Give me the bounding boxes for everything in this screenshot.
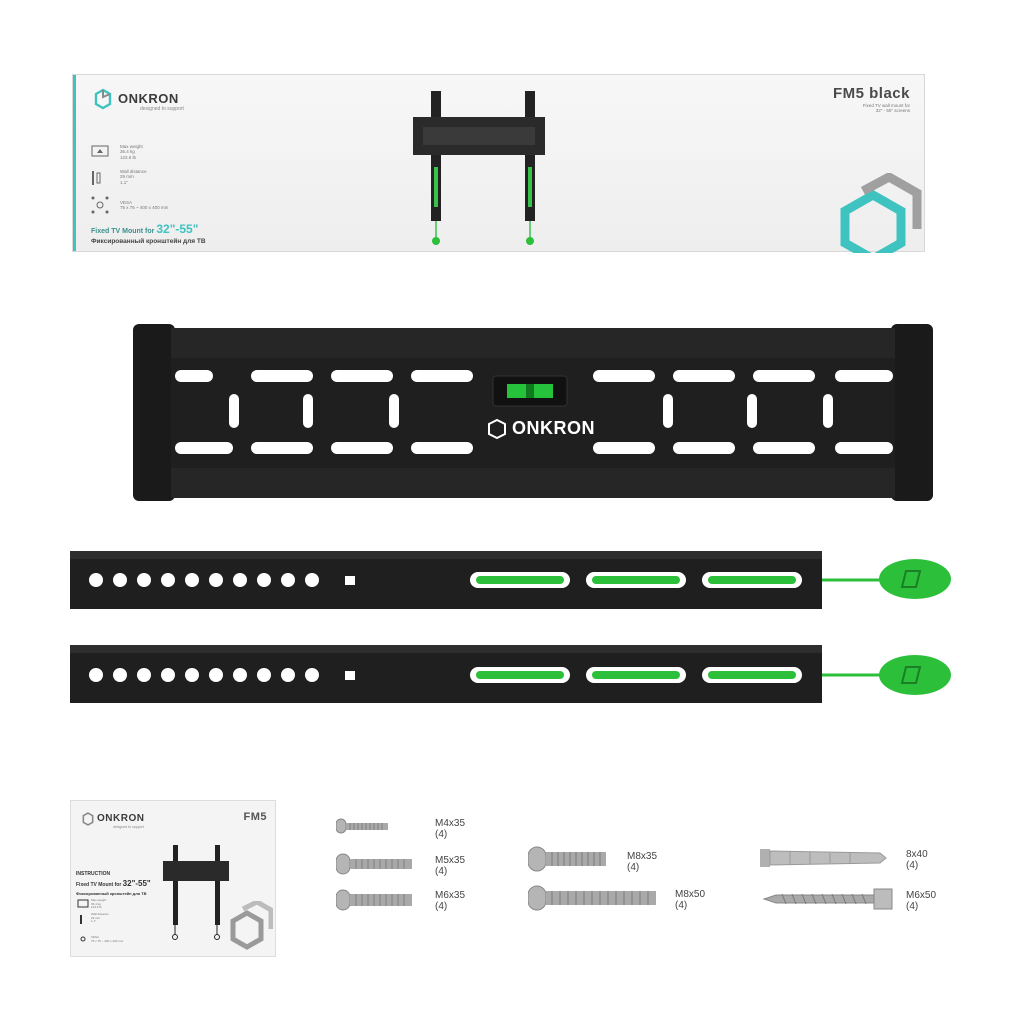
wall-plate-image <box>133 324 933 501</box>
screw-m5x35-image <box>336 853 412 875</box>
hardware-qty: (4) <box>435 866 448 877</box>
plate-brand: ONKRON <box>512 418 595 438</box>
manual-spec-weight-title: Max weight <box>91 898 107 902</box>
hardware-item: M6x35 (4) <box>435 890 465 912</box>
box-size-range: 32"-55" <box>156 222 199 236</box>
manual-large-logo-icon <box>230 901 273 950</box>
onkron-logo-icon <box>94 88 112 110</box>
tv-weight-icon <box>91 145 109 157</box>
hardware-size: 8x40 <box>906 849 928 860</box>
screw-m4x35-image <box>336 818 388 834</box>
hardware-size: M6x35 <box>435 890 466 901</box>
box-spec-vesa-title: VESA <box>120 200 133 205</box>
mount-arm-bottom <box>70 641 951 711</box>
hardware-qty: (4) <box>906 860 919 871</box>
hardware-item: 8x40 (4) <box>906 849 928 871</box>
lag-bolt-m6x50-image <box>762 888 893 910</box>
box-brand: ONKRON <box>118 91 179 106</box>
box-model: FM5 black <box>832 85 910 102</box>
manual-spec-dist-title: Wall distance <box>91 912 109 916</box>
mount-arm-top <box>70 543 951 613</box>
manual-spec-weight-v2: 123.6 lb <box>91 905 102 910</box>
box-teal-edge <box>73 75 76 251</box>
manual-spec-weight-v1: 36.4 kg <box>91 901 101 906</box>
manual-spec-vesa-v: 75 x 75 ~ 400 x 400 mm <box>91 938 124 943</box>
hardware-item: M8x50 (4) <box>675 889 705 911</box>
box-spec-dist-v1: 29 mm <box>120 174 134 180</box>
hardware-size: M8x35 <box>627 851 658 862</box>
manual-product-image <box>163 845 229 940</box>
hardware-item: M5x35 (4) <box>435 855 465 877</box>
wall-anchor-8x40-image <box>760 849 887 867</box>
box-fixed-label: Fixed TV Mount for <box>91 228 155 235</box>
box-tagline: designed to support <box>140 106 184 112</box>
hardware-qty: (4) <box>435 901 448 912</box>
box-spec-weight-v1: 36.4 kg <box>120 149 135 155</box>
screw-m8x35-image <box>528 846 606 872</box>
box-russian-title: Фиксированный кронштейн для ТВ <box>91 238 206 245</box>
mount-arm-top-image <box>70 551 951 609</box>
wall-plate: ONKRON <box>133 324 933 501</box>
hardware-qty: (4) <box>627 862 640 873</box>
manual-logo-icon <box>82 812 94 826</box>
box-subtitle-line1: Fixed TV wall mount for <box>862 103 910 108</box>
box-product-image <box>413 91 545 245</box>
screw-m8x50-image <box>528 885 656 911</box>
box-subtitle-line2: 32" - 55" screens <box>875 108 910 114</box>
manual-model: FM5 <box>243 811 267 823</box>
manual-brand: ONKRON <box>97 813 145 824</box>
box-spec-dist-title: Wall distance <box>120 169 147 174</box>
manual-fixed-label: Fixed TV Mount for <box>76 882 122 888</box>
manual-spec-dist-v1: 29 mm <box>91 915 101 920</box>
wall-distance-icon <box>92 171 101 185</box>
packaging-box: ONKRON designed to support Max weight 36… <box>72 74 925 253</box>
mount-arm-bottom-image <box>70 645 951 703</box>
hardware-qty: (4) <box>906 901 919 912</box>
manual-spec-vesa-title: VESA <box>91 935 100 939</box>
manual-tagline: designed to support <box>113 825 144 829</box>
manual-spec-dist-v2: 1.1" <box>91 919 97 924</box>
box-large-logo-icon <box>840 173 922 253</box>
hardware-item: M4x35 (4) <box>435 818 465 840</box>
manual-russian: Фиксированный кронштейн для ТВ <box>76 891 147 896</box>
box-spec-vesa-v: 75 x 75 ~ 400 x 400 mm <box>120 205 169 211</box>
hardware-item: M6x50 (4) <box>906 890 936 912</box>
hardware-size: M6x50 <box>906 890 937 901</box>
manual-spec-icons <box>77 899 89 942</box>
instruction-manual: ONKRON designed to support FM5 INSTRUCTI… <box>70 800 276 957</box>
hardware-size: M8x50 <box>675 889 706 900</box>
hardware-item: M8x35 (4) <box>627 851 657 873</box>
hardware-qty: (4) <box>675 900 688 911</box>
hardware-size: M5x35 <box>435 855 466 866</box>
vesa-icon <box>91 196 109 214</box>
manual-instruction: INSTRUCTION <box>76 871 111 877</box>
box-spec-weight-v2: 123.6 lb <box>120 154 137 160</box>
box-spec-weight-title: Max weight <box>120 144 143 149</box>
manual-size-range: 32"-55" <box>122 879 151 888</box>
hardware-size: M4x35 <box>435 818 466 829</box>
box-spec-dist-v2: 1.1" <box>120 179 128 185</box>
hardware-qty: (4) <box>435 829 448 840</box>
screw-m6x35-image <box>336 889 412 911</box>
